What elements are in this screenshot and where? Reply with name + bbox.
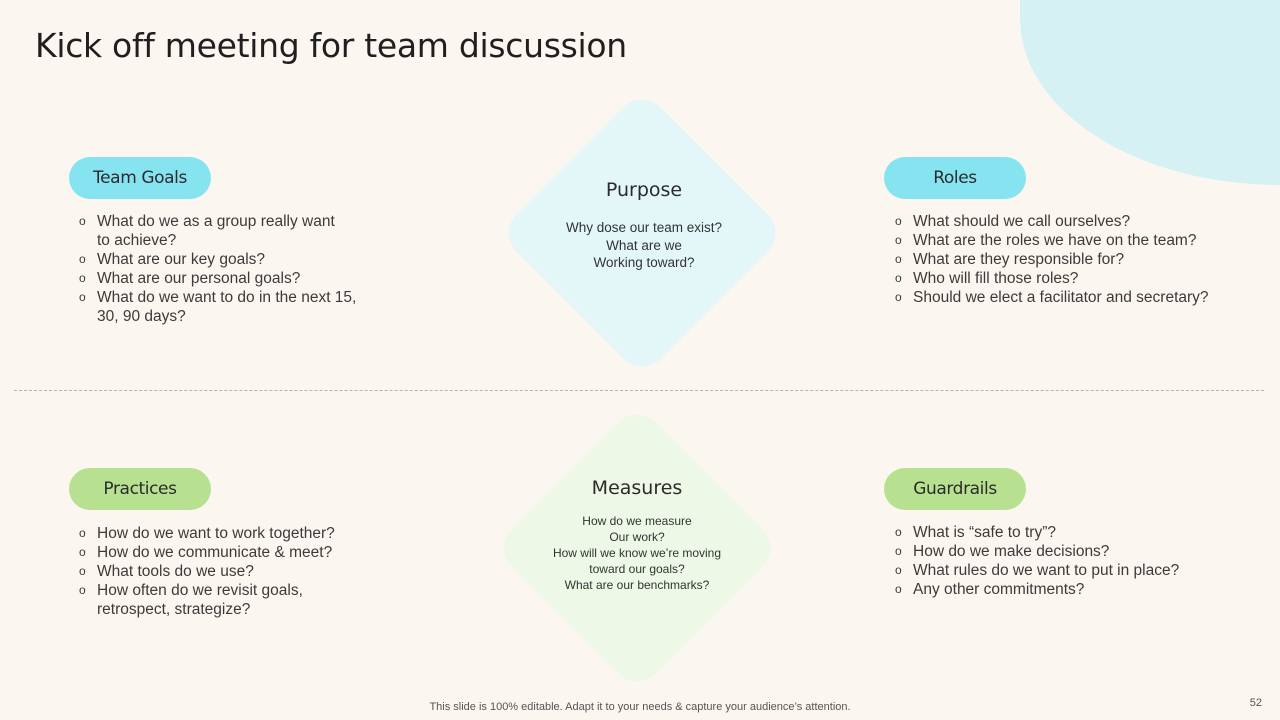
bullet-item: o Should we elect a facilitator and secre…	[895, 288, 1255, 307]
corner-decoration	[1020, 0, 1280, 185]
bullet-item: o How do we want to work together?	[79, 524, 399, 543]
bullet-item: o Any other commitments?	[895, 580, 1255, 599]
bullet-text: How often do we revisit goals,	[97, 582, 303, 599]
diamond-text-line: What are our benchmarks?	[564, 578, 710, 592]
bullet-marker: o	[79, 290, 86, 304]
slide-title: Kick off meeting for team discussion	[35, 26, 627, 65]
bullet-text: How do we want to work together?	[97, 525, 335, 542]
bullet-text: How do we communicate & meet?	[97, 544, 333, 561]
bullet-text: Should we elect a facilitator and secret…	[913, 289, 1209, 306]
bullet-text: What is “safe to try”?	[913, 524, 1056, 541]
roles-label: Roles	[884, 157, 1026, 199]
team-goals-label: Team Goals	[69, 157, 211, 199]
diamond-text-line: Our work?	[609, 530, 665, 544]
bullet-text: retrospect, strategize?	[97, 601, 251, 618]
bullet-item: o What are our personal goals?	[79, 269, 399, 288]
bullet-item: o What are the roles we have on the team?	[895, 231, 1255, 250]
bullet-marker: o	[79, 271, 86, 285]
bullet-text: Any other commitments?	[913, 581, 1085, 598]
bullet-marker: o	[895, 525, 902, 539]
bullet-item: o How often do we revisit goals, retrospec…	[79, 581, 399, 619]
bullet-text: to achieve?	[97, 232, 177, 249]
bullet-item: o What tools do we use?	[79, 562, 399, 581]
purpose-content: Purpose Why dose our team exist? What are…	[544, 179, 744, 272]
diamond-text-line: Why dose our team exist?	[565, 220, 723, 235]
bullet-item: o What is “safe to try”?	[895, 523, 1255, 542]
diamond-text-line: toward our goals?	[589, 562, 685, 576]
bullet-marker: o	[895, 563, 902, 577]
bullet-item: o What are our key goals?	[79, 250, 399, 269]
bullet-marker: o	[895, 582, 902, 596]
bullet-text: What should we call ourselves?	[913, 213, 1131, 230]
bullet-text: What are our personal goals?	[97, 270, 301, 287]
purpose-text: Why dose our team exist? What are we Worki…	[544, 219, 744, 272]
practices-label: Practices	[69, 468, 211, 510]
diamond-text-line: Working toward?	[593, 255, 695, 270]
bullet-text: What rules do we want to put in place?	[913, 562, 1180, 579]
bullet-text: Who will fill those roles?	[913, 270, 1079, 287]
bullet-marker: o	[79, 564, 86, 578]
bullet-text: What are the roles we have on the team?	[913, 232, 1197, 249]
measures-title: Measures	[591, 477, 683, 499]
bullet-item: o Who will fill those roles?	[895, 269, 1255, 288]
bullet-marker: o	[79, 583, 86, 597]
bullet-text: What do we as a group really want	[97, 213, 335, 230]
bullet-marker: o	[79, 526, 86, 540]
bullet-item: o What do we want to do in the next 15, 30…	[79, 288, 399, 326]
bullet-text: What are they responsible for?	[913, 251, 1125, 268]
bullet-item: o What rules do we want to put in place?	[895, 561, 1255, 580]
diamond-text-line: How do we measure	[582, 514, 692, 528]
team-goals-list: o What do we as a group really want to ach…	[79, 212, 399, 326]
bullet-marker: o	[895, 214, 902, 228]
diamond-text-line: How will we know we’re moving	[552, 546, 722, 560]
bullet-text: What tools do we use?	[97, 563, 254, 580]
bullet-item: o What do we as a group really want to ach…	[79, 212, 399, 250]
bullet-text: What are our key goals?	[97, 251, 266, 268]
bullet-text: 30, 90 days?	[97, 308, 186, 325]
bullet-marker: o	[79, 252, 86, 266]
diamond-text-line: What are we	[606, 237, 682, 253]
bullet-item: o How do we communicate & meet?	[79, 543, 399, 562]
bullet-marker: o	[79, 214, 86, 228]
guardrails-label: Guardrails	[884, 468, 1026, 510]
bullet-marker: o	[895, 233, 902, 247]
purpose-title: Purpose	[605, 179, 683, 201]
footer-note: This slide is 100% editable. Adapt it to…	[429, 701, 851, 713]
bullet-marker: o	[79, 545, 86, 559]
bullet-text: How do we make decisions?	[913, 543, 1110, 560]
bullet-marker: o	[895, 252, 902, 266]
page-number: 52	[1249, 697, 1262, 709]
bullet-text: What do we want to do in the next 15,	[97, 289, 357, 306]
bullet-marker: o	[895, 544, 902, 558]
bullet-item: o How do we make decisions?	[895, 542, 1255, 561]
bullet-item: o What should we call ourselves?	[895, 212, 1255, 231]
section-divider	[14, 390, 1264, 391]
bullet-marker: o	[895, 290, 902, 304]
bullet-marker: o	[895, 271, 902, 285]
bullet-item: o What are they responsible for?	[895, 250, 1255, 269]
